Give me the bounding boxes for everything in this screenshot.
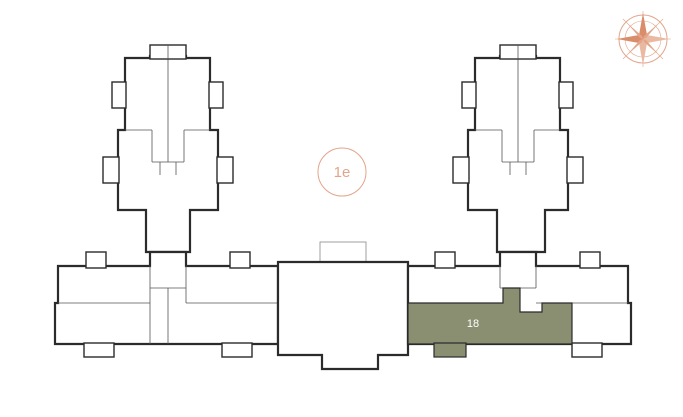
left-balcony-w2 [102, 156, 120, 184]
right-balcony-w2 [452, 156, 470, 184]
center-block [276, 260, 410, 371]
left-balcony-s1 [83, 342, 115, 358]
right-balcony-n1 [434, 251, 456, 269]
left-balcony-s2 [221, 342, 253, 358]
left-balcony-n2 [229, 251, 251, 269]
left-balcony-w1 [111, 81, 127, 109]
left-balcony-n1 [85, 251, 107, 269]
unit-18-balcony[interactable] [433, 342, 467, 358]
center-canopy [319, 241, 367, 263]
compass-rose-icon [615, 11, 671, 67]
right-balcony-n2 [579, 251, 601, 269]
left-balcony-e1 [208, 81, 224, 109]
unit-18-label: 18 [467, 318, 479, 330]
right-balcony-e1 [558, 81, 574, 109]
right-balcony-e2 [566, 156, 584, 184]
right-balcony-w1 [461, 81, 477, 109]
right-balcony-s2 [571, 342, 603, 358]
left-balcony-e2 [216, 156, 234, 184]
floor-label: 1e [334, 164, 351, 181]
floor-badge: 1e [317, 147, 367, 197]
unit-18-area[interactable] [407, 287, 573, 345]
unit-18[interactable]: 18 [407, 287, 573, 358]
